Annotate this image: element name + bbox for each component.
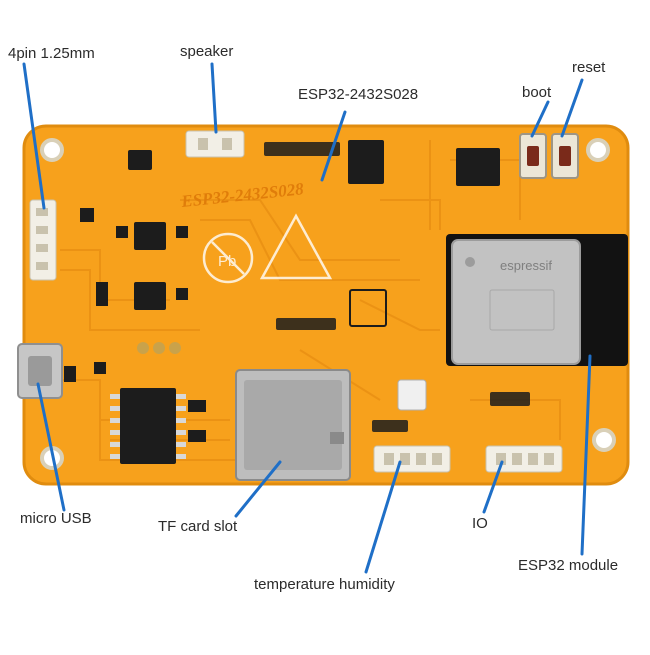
label-temp-humidity: temperature humidity	[254, 576, 395, 593]
callout-pin-connector	[22, 62, 46, 210]
round-pads	[137, 342, 181, 354]
temperature-humidity-connector	[373, 445, 451, 473]
callout-lines	[22, 62, 592, 574]
svg-text:Pb: Pb	[218, 253, 236, 270]
module-marking: espressif	[500, 258, 552, 273]
boot-button	[519, 133, 547, 179]
callout-boot	[530, 100, 550, 138]
callout-io	[482, 460, 504, 514]
reset-button	[551, 133, 579, 179]
label-io: IO	[472, 515, 488, 532]
callout-temp-humidity	[364, 460, 402, 574]
label-reset: reset	[572, 59, 606, 76]
rgb-led	[397, 379, 427, 411]
label-speaker: speaker	[180, 43, 234, 60]
label-micro-usb: micro USB	[20, 510, 92, 527]
label-esp32-module: ESP32 module	[518, 557, 619, 574]
speaker-connector	[185, 130, 245, 158]
label-board-name: ESP32-2432S028	[298, 86, 419, 103]
callout-reset	[560, 78, 584, 138]
four-pin-connector	[29, 199, 57, 281]
lead-free-icon: Pb	[202, 232, 254, 284]
callout-tf-card	[234, 460, 282, 518]
label-tf-card: TF card slot	[158, 518, 238, 535]
callout-micro-usb	[36, 382, 66, 512]
esp32-module: espressif	[446, 234, 628, 366]
label-boot: boot	[522, 84, 552, 101]
callout-esp32-module	[580, 354, 592, 556]
tf-card-slot	[235, 369, 351, 481]
callout-board-name	[320, 110, 347, 182]
smd-components	[64, 140, 530, 464]
label-pin-connector: 4pin 1.25mm	[8, 45, 95, 62]
warning-icon	[259, 213, 333, 280]
soic-pins	[110, 394, 186, 459]
io-connector	[485, 445, 563, 473]
callout-speaker	[210, 62, 218, 134]
